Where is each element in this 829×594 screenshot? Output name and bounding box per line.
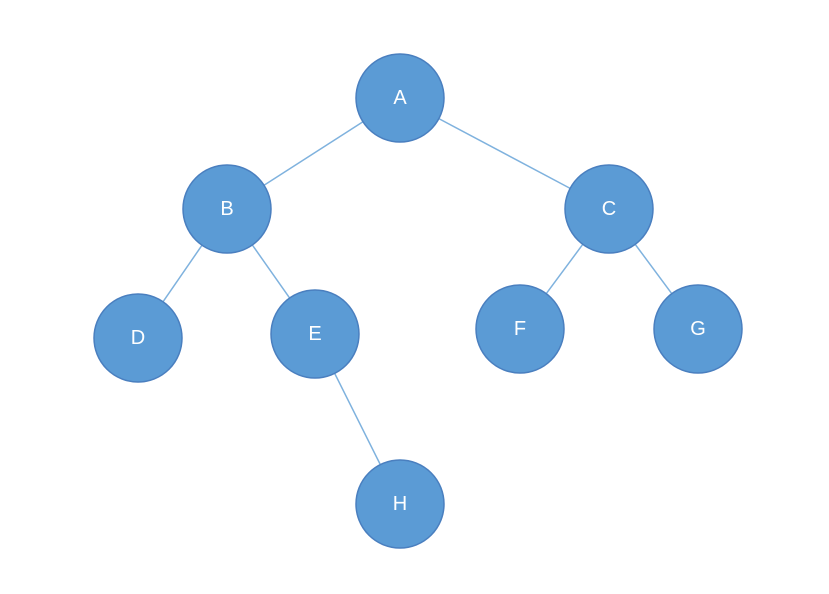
tree-node-f: F (475, 284, 565, 374)
tree-node-a: A (355, 53, 445, 143)
node-label: B (220, 198, 233, 220)
node-label: C (602, 198, 616, 220)
tree-node-b: B (182, 164, 272, 254)
node-circle (564, 164, 654, 254)
node-circle (270, 289, 360, 379)
tree-node-h: H (355, 459, 445, 549)
edges-layer (162, 117, 673, 465)
node-circle (355, 53, 445, 143)
node-circle (355, 459, 445, 549)
tree-node-c: C (564, 164, 654, 254)
node-circle (653, 284, 743, 374)
node-label: D (131, 327, 145, 349)
node-circle (182, 164, 272, 254)
edge-c-g (634, 243, 673, 295)
edge-a-b (263, 121, 364, 186)
tree-node-g: G (653, 284, 743, 374)
edge-c-f (545, 243, 584, 295)
node-label: A (393, 87, 407, 109)
node-label: G (690, 318, 706, 340)
tree-node-d: D (93, 293, 183, 383)
edge-a-c (438, 117, 571, 190)
node-circle (475, 284, 565, 374)
node-circle (93, 293, 183, 383)
edge-b-e (251, 244, 291, 299)
tree-node-e: E (270, 289, 360, 379)
nodes-layer: A B C D E F G H (93, 53, 743, 549)
node-label: H (393, 493, 407, 515)
edge-b-d (162, 244, 203, 303)
node-label: E (308, 323, 321, 345)
node-label: F (514, 318, 526, 340)
edge-e-h (334, 373, 381, 465)
